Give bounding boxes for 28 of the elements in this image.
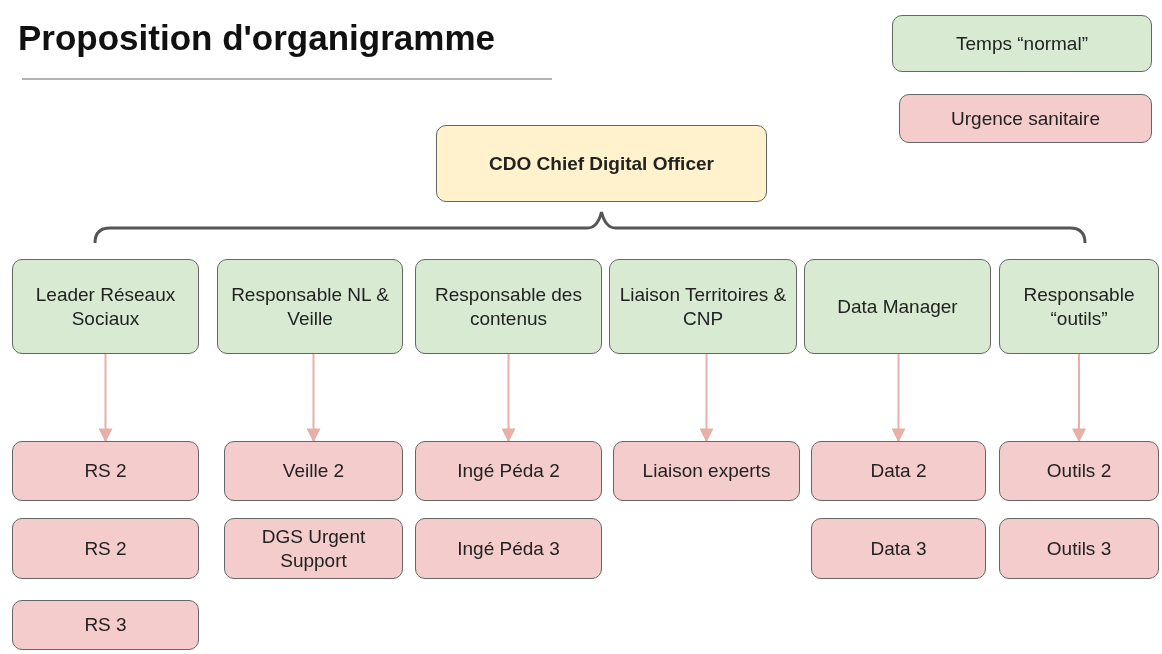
- support-role-box: Outils 2: [999, 441, 1159, 501]
- role-box: Leader Réseaux Sociaux: [12, 259, 199, 354]
- support-role-box: Veille 2: [224, 441, 403, 501]
- support-role-box: DGS Urgent Support: [224, 518, 403, 579]
- role-box: Data Manager: [804, 259, 991, 354]
- arrow: [699, 353, 714, 443]
- arrow: [1072, 353, 1086, 443]
- support-role-box: Ingé Péda 2: [415, 441, 602, 501]
- title: Proposition d'organigramme: [18, 18, 495, 58]
- legend-label: Urgence sanitaire: [951, 106, 1100, 131]
- support-role-box: Data 2: [811, 441, 986, 501]
- executive-box: CDO Chief Digital Officer: [436, 125, 767, 202]
- role-box: Responsable NL & Veille: [217, 259, 403, 354]
- arrow: [306, 353, 321, 443]
- support-role-box: Liaison experts: [613, 441, 800, 501]
- support-role-box: Data 3: [811, 518, 986, 579]
- role-box: Responsable “outils”: [999, 259, 1159, 354]
- arrow: [98, 353, 113, 443]
- support-role-box: RS 3: [12, 600, 199, 650]
- support-role-box: RS 2: [12, 518, 199, 579]
- legend-label: Temps “normal”: [956, 31, 1088, 56]
- role-box: Liaison Territoires & CNP: [609, 259, 797, 354]
- arrow: [501, 353, 516, 443]
- support-role-box: RS 2: [12, 441, 199, 501]
- role-box: Responsable des contenus: [415, 259, 602, 354]
- arrow: [891, 353, 906, 443]
- support-role-box: Ingé Péda 3: [415, 518, 602, 579]
- support-role-box: Outils 3: [999, 518, 1159, 579]
